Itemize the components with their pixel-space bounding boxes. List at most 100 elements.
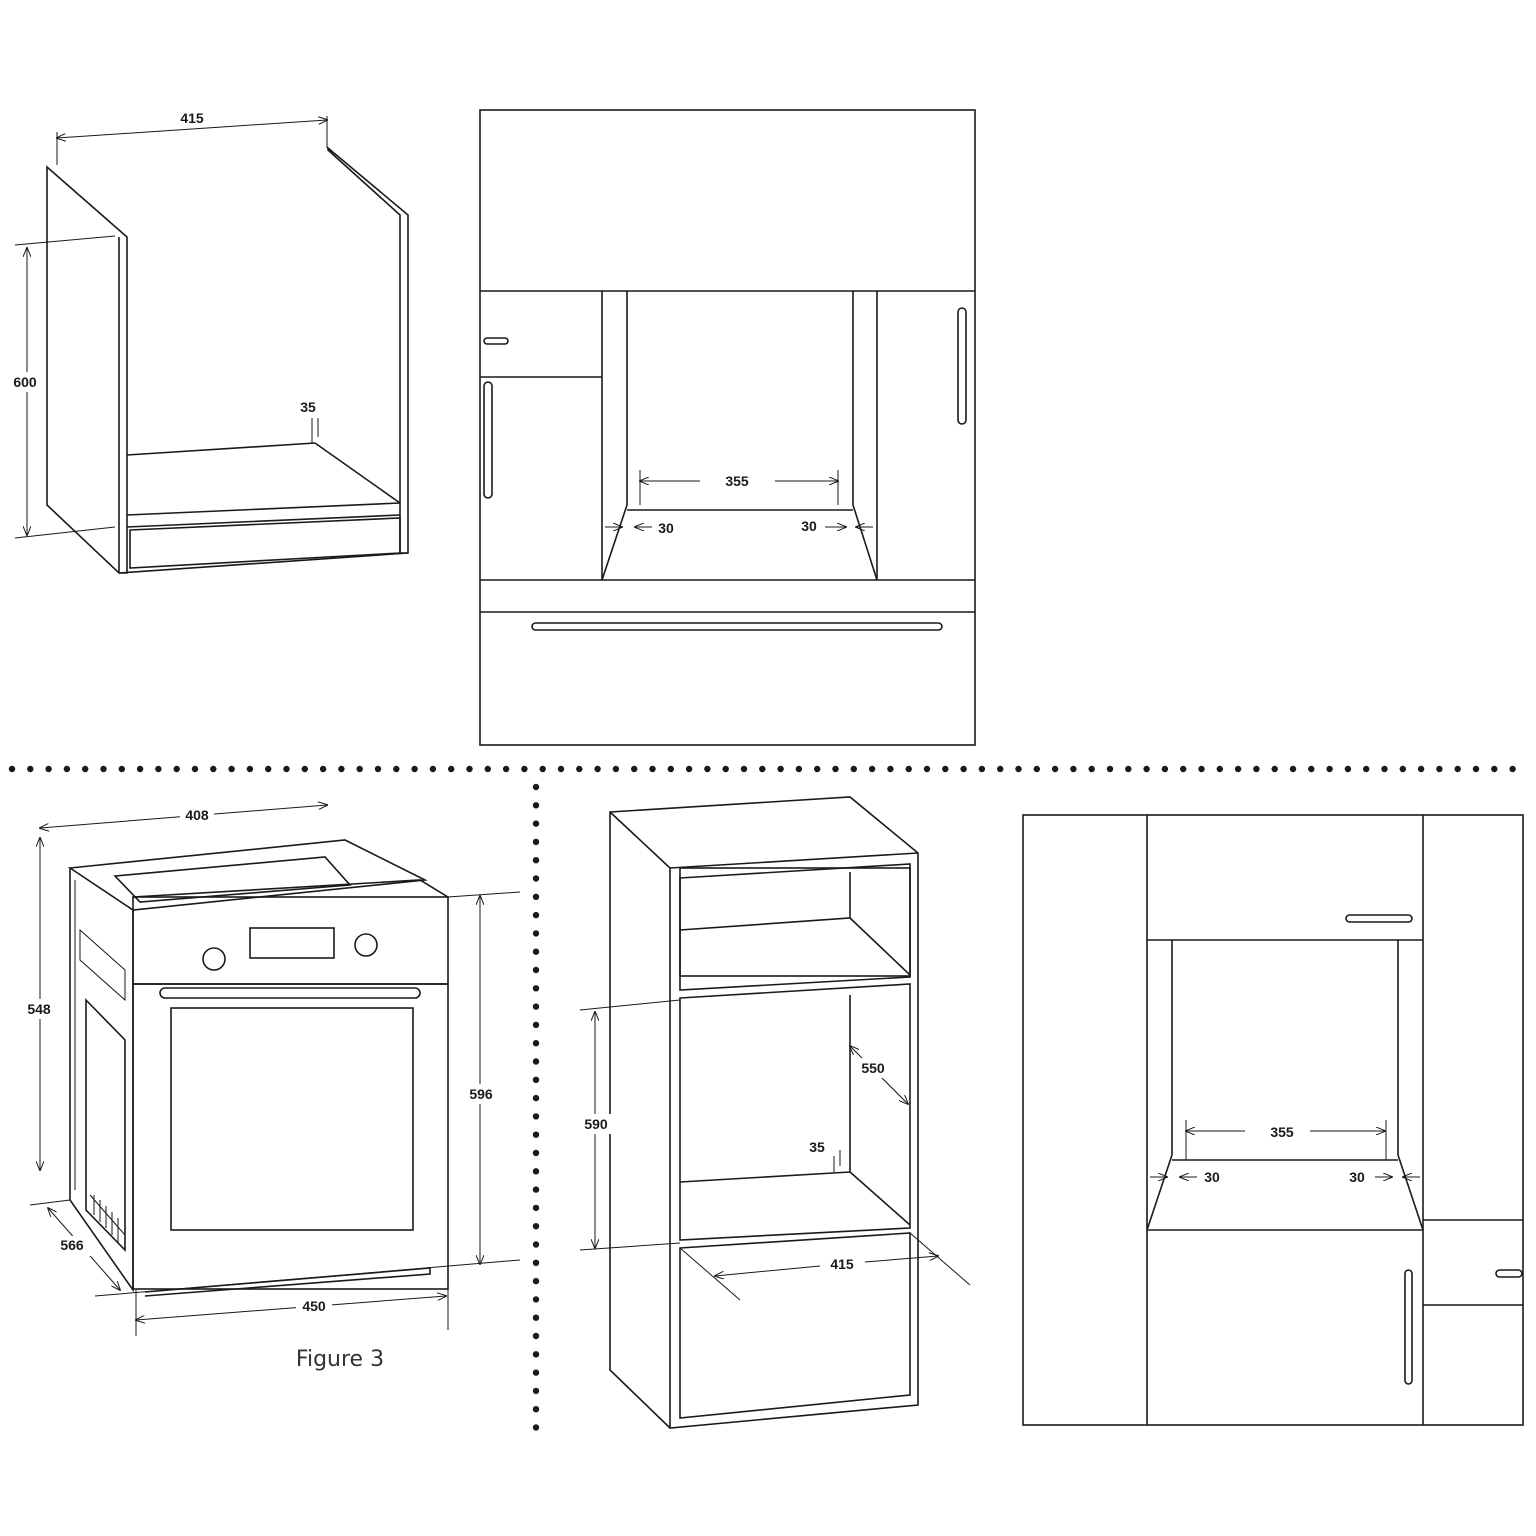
separator-dot [1308, 765, 1315, 773]
oven-knob-icon [202, 947, 226, 971]
separator-dot [704, 765, 711, 773]
separator-dot [1344, 765, 1352, 773]
separator-dot [960, 765, 967, 773]
separator-dot [1454, 765, 1461, 773]
separator-dot [532, 930, 540, 937]
separator-dot [978, 765, 986, 773]
separator-dot [532, 911, 540, 919]
oven-front-height-dimension: 596 [469, 1086, 493, 1102]
separator-dot [283, 765, 290, 773]
separator-dot [1491, 765, 1498, 773]
separator-dot [191, 765, 199, 773]
separator-dot [631, 765, 638, 773]
separator-dot [532, 1149, 540, 1157]
separator-dot [532, 1387, 540, 1395]
separator-dot [832, 765, 839, 773]
under-counter-cabinet: 415 600 35 [8, 110, 409, 574]
separator-dot [532, 1241, 540, 1248]
separator-dot [532, 1424, 540, 1431]
separator-dot [532, 1058, 540, 1065]
height-dimension: 600 [13, 374, 37, 390]
left-bevel-dimension: 30 [658, 520, 674, 536]
separator-dot [532, 1332, 540, 1340]
separator-dot [45, 765, 52, 773]
separator-dot [210, 765, 217, 773]
handle-icon [957, 307, 967, 425]
separator-dot [411, 765, 418, 773]
oven-front-width-dimension: 450 [302, 1298, 326, 1314]
separator-dot [1161, 765, 1169, 773]
separator-dot [1033, 765, 1041, 773]
separator-dot [532, 966, 540, 974]
separator-dot [576, 765, 583, 773]
separator-dot [685, 765, 693, 773]
separator-dot [1106, 765, 1114, 773]
separator-dot [532, 1223, 540, 1230]
handle-icon [1345, 914, 1413, 923]
separator-dot [356, 765, 363, 773]
front-view-top: 355 30 30 [479, 109, 976, 746]
separator-dot [1198, 765, 1205, 773]
opening-dimension: 355 [1270, 1124, 1294, 1140]
separator-dot [532, 1131, 540, 1138]
oven-knob-icon [354, 933, 378, 957]
separator-dot [532, 1021, 540, 1029]
separator-dot [1271, 765, 1278, 773]
separator-dot [532, 1040, 540, 1047]
separator-dot [942, 765, 949, 773]
separator-dot [338, 765, 345, 773]
separator-dot [27, 765, 34, 773]
tall-cabinet-width-dimension: 415 [830, 1256, 854, 1272]
separator-dot [1509, 765, 1516, 773]
separator-dot [532, 1204, 540, 1212]
right-bevel-dimension: 30 [801, 518, 817, 534]
separator-dot [1234, 765, 1242, 773]
separator-dot [795, 765, 803, 773]
separator-dot [905, 765, 912, 773]
separator-dot [1381, 765, 1388, 773]
oven-door-handle-icon [159, 987, 421, 999]
oven-display [249, 927, 335, 959]
separator-dot [521, 765, 528, 773]
left-bevel-dimension: 30 [1204, 1169, 1220, 1185]
separator-dot [173, 765, 180, 773]
separator-dot [1088, 765, 1095, 773]
oven-top-width-dimension: 408 [185, 807, 209, 823]
separator-dot [539, 765, 546, 773]
separator-dot [887, 765, 894, 773]
separator-dot [722, 765, 729, 773]
separator-dot [1143, 765, 1150, 773]
separator-dot [319, 765, 327, 773]
separator-dot [502, 765, 510, 773]
separator-dot [1253, 765, 1260, 773]
dotted-separator [8, 765, 1516, 1431]
separator-dot [1436, 765, 1443, 773]
separator-dot [532, 838, 540, 846]
separator-dot [100, 765, 107, 773]
handle-icon [483, 381, 493, 499]
separator-dot [532, 875, 540, 882]
gap-dimension: 35 [300, 399, 316, 415]
opening-dimension: 355 [725, 473, 749, 489]
separator-dot [429, 765, 437, 773]
separator-dot [1180, 765, 1187, 773]
handle-icon [483, 337, 509, 345]
separator-dot [612, 765, 620, 773]
separator-dot [532, 783, 540, 791]
separator-dot [532, 1406, 540, 1413]
separator-dot [532, 1259, 540, 1267]
separator-dot [1399, 765, 1407, 773]
separator-dot [532, 893, 540, 900]
oven-depth-dimension: 566 [60, 1237, 84, 1253]
separator-dot [532, 948, 540, 955]
separator-dot [532, 1351, 540, 1358]
separator-dot [532, 1168, 540, 1175]
separator-dot [1125, 765, 1132, 773]
handle-icon [1404, 1269, 1413, 1385]
separator-dot [532, 1003, 540, 1010]
separator-dot [1363, 765, 1370, 773]
separator-dot [532, 857, 540, 864]
separator-dot [532, 1277, 540, 1285]
tall-cabinet-depth-dimension: 550 [861, 1060, 885, 1076]
